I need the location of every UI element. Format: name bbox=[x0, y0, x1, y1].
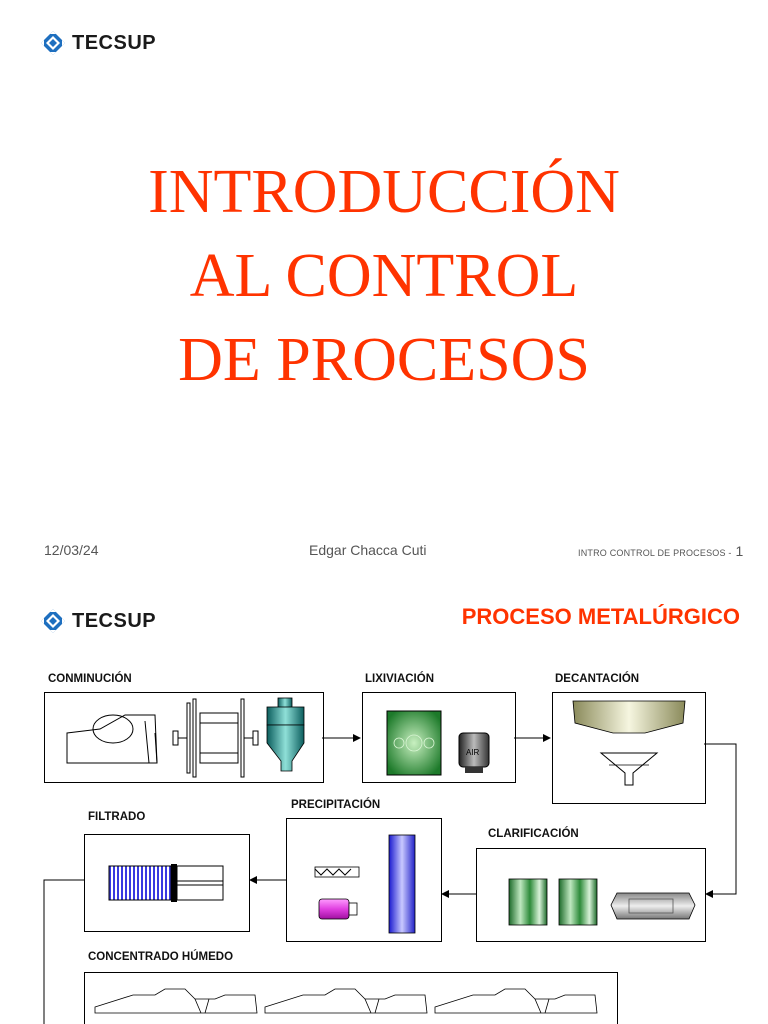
label-precipitacion: PRECIPITACIÓN bbox=[291, 799, 381, 811]
footer-date: 12/03/24 bbox=[44, 542, 99, 558]
logo-text: TECSUP bbox=[72, 31, 157, 54]
air-label: AIR bbox=[466, 748, 480, 757]
concentrado-box bbox=[84, 972, 618, 1024]
footer-page-number: 1 bbox=[735, 543, 744, 559]
hydrocyclone-drawing bbox=[266, 697, 305, 772]
logo-text: TECSUP bbox=[72, 609, 157, 632]
title-line-1: INTRODUCCIÓN bbox=[148, 158, 620, 226]
label-concentrado-humedo: CONCENTRADO HÚMEDO bbox=[88, 951, 234, 963]
slide-title: INTRODUCCIÓN AL CONTROL DE PROCESOS bbox=[0, 150, 768, 402]
tecsup-logo: TECSUP bbox=[40, 608, 156, 634]
clarifier-filter-2-icon bbox=[558, 878, 598, 926]
lixiviacion-box: AIR bbox=[362, 692, 516, 783]
leach-tank-icon bbox=[386, 710, 442, 776]
decantacion-equipment bbox=[572, 700, 686, 786]
tecsup-logo-icon bbox=[41, 31, 65, 55]
footer-course-label: INTRO CONTROL DE PROCESOS - bbox=[578, 548, 732, 558]
label-lixiviacion: LIXIVIACIÓN bbox=[365, 673, 435, 685]
decantacion-box bbox=[552, 692, 706, 804]
label-filtrado: FILTRADO bbox=[88, 811, 146, 823]
crusher-drawing bbox=[66, 714, 158, 764]
clarificacion-equipment bbox=[508, 878, 696, 926]
clarifier-filter-1-icon bbox=[508, 878, 548, 926]
precipitacion-equipment bbox=[314, 834, 416, 934]
label-conminucion: CONMINUCIÓN bbox=[48, 673, 132, 685]
deaerator-icon bbox=[610, 892, 696, 920]
conminucion-equipment bbox=[66, 697, 305, 778]
flow-connectors bbox=[43, 734, 737, 1024]
conminucion-box bbox=[44, 692, 324, 783]
label-decantacion: DECANTACIÓN bbox=[555, 673, 640, 685]
title-line-3: DE PROCESOS bbox=[178, 326, 590, 394]
arrow-decantacion-clarificacion bbox=[704, 743, 737, 898]
label-clarificacion: CLARIFICACIÓN bbox=[488, 828, 579, 840]
line-filtrado-down bbox=[43, 879, 84, 1024]
tecsup-logo: TECSUP bbox=[40, 30, 156, 56]
tecsup-logo-icon bbox=[41, 609, 65, 633]
title-line-2: AL CONTROL bbox=[189, 242, 579, 310]
title-slide: TECSUP INTRODUCCIÓN AL CONTROL DE PROCES… bbox=[0, 30, 768, 559]
footer-author: Edgar Chacca Cuti bbox=[309, 542, 427, 558]
screw-conveyor-icon bbox=[314, 866, 360, 878]
precipitacion-box bbox=[286, 818, 442, 942]
process-slide: TECSUP PROCESO METALÚRGICO CONMINUCIÓN L… bbox=[0, 572, 768, 1024]
mill-drawing bbox=[172, 698, 259, 778]
footer-course: INTRO CONTROL DE PROCESOS - 1 bbox=[578, 543, 743, 559]
settler-icon bbox=[599, 752, 659, 786]
lixiviacion-equipment: AIR bbox=[386, 710, 490, 776]
slide-heading: PROCESO METALÚRGICO bbox=[461, 604, 740, 629]
thickener-icon bbox=[572, 700, 686, 734]
clarificacion-box bbox=[476, 848, 706, 942]
precipitation-column-icon bbox=[388, 834, 416, 934]
concentrado-equipment bbox=[94, 988, 598, 1014]
filtrado-equipment bbox=[108, 864, 224, 902]
flotation-cells-icon bbox=[94, 988, 598, 1014]
